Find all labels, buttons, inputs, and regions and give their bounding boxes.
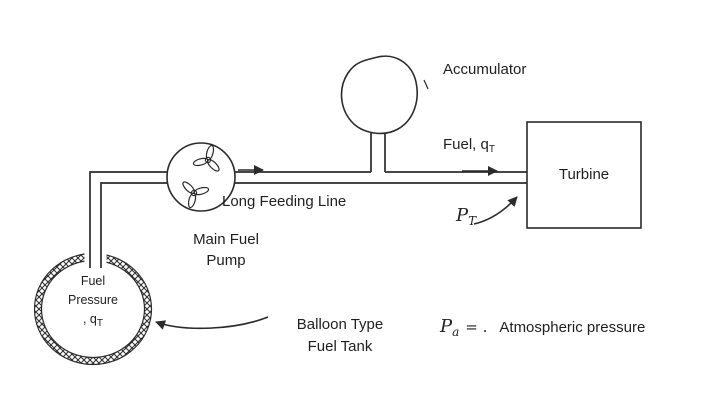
tank-callout-label: Balloon Type Fuel Tank [288,314,392,358]
accumulator-vessel [340,55,418,135]
pump-label-line2: Pump [206,252,246,269]
pa-equals: = . [465,318,488,336]
pipes [89,133,527,268]
tank-neck-opening [84,250,107,271]
turbine-label-container: Turbine [527,122,641,228]
tank-to-pump-pipe-outer [89,171,168,268]
pa-symbol: P [440,316,453,337]
tank-text-line3-subscript: T [96,318,103,329]
turbine-label: Turbine [558,166,610,183]
pt-subscript: T [468,214,477,228]
tank-text-line2: Pressure [67,293,119,307]
fuel-flow-text: Fuel, q [443,136,489,153]
turbine-pressure-symbol: PT [456,207,476,230]
feeding-line-label: Long Feeding Line [222,193,346,211]
pa-subscript: a [452,325,460,339]
pump-impeller-top [192,144,220,172]
atmospheric-pressure-label: Atmospheric pressure [499,319,646,336]
accumulator-tick [423,79,429,90]
tank-callout-line1: Balloon Type [296,316,384,333]
pump-body [166,142,236,212]
tank-callout-line2: Fuel Tank [307,338,373,355]
pt-pointer-arrow [473,196,518,225]
tank-text-line3: , qT [46,310,140,333]
tank-text-line1: Fuel [80,274,106,288]
pump-impeller-bottom [182,181,210,209]
atmospheric-pressure-row: Pa = . Atmospheric pressure [440,316,645,339]
accumulator-label: Accumulator [443,61,526,79]
turbine-box [526,121,642,229]
tank-to-pump-pipe-inner [100,182,168,268]
accumulator-label-text: Accumulator [443,61,527,78]
tank-callout-arrow [155,316,269,330]
pump-label-line1: Main Fuel [193,231,259,248]
tank-inner-text: Fuel Pressure , qT [46,272,140,333]
fuel-flow-subscript: T [488,144,495,155]
pt-symbol: P [456,205,469,226]
tank-text-line3-main: , q [82,312,97,326]
fuel-flow-label: Fuel, qT [443,136,495,159]
feeding-line-text: Long Feeding Line [222,193,347,210]
pump-label: Main Fuel Pump [178,229,274,271]
